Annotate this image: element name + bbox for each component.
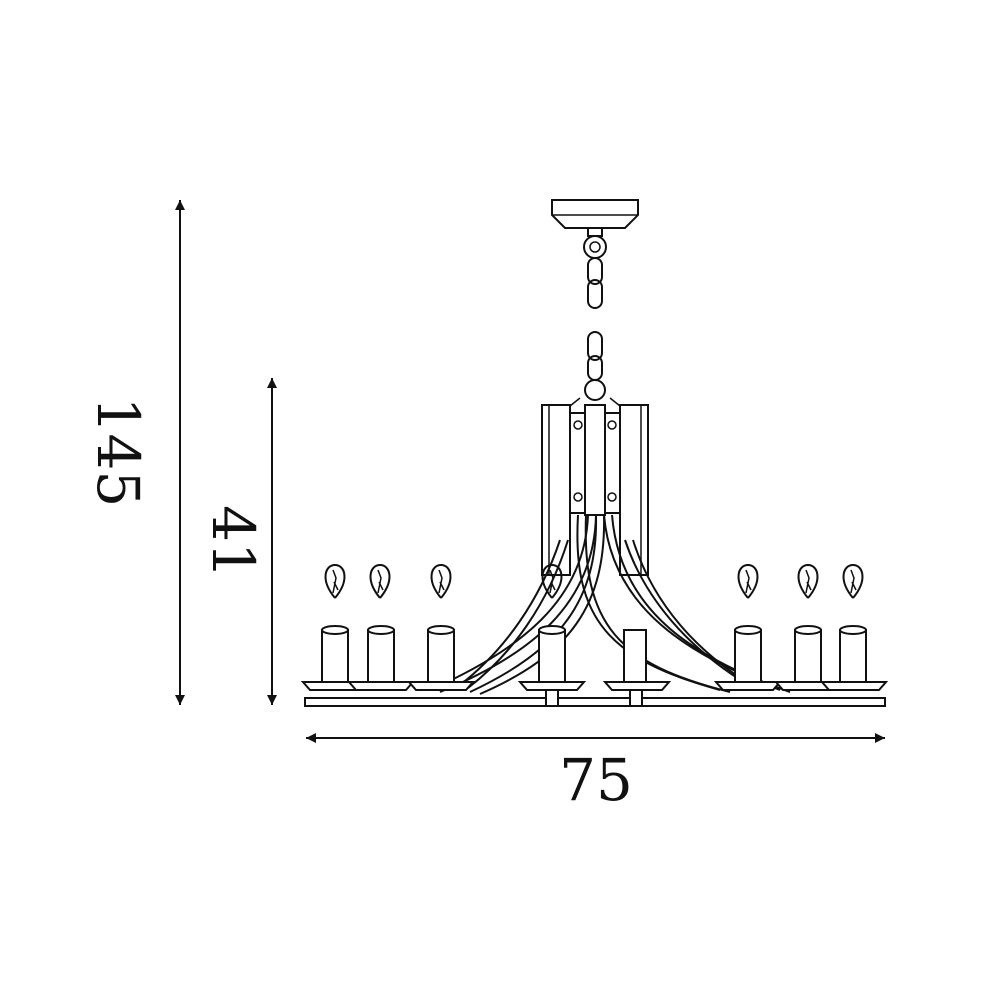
width-label: 75 [559, 746, 633, 814]
candle-2 [346, 563, 416, 691]
candle-1 [300, 563, 370, 691]
candle-5 [602, 629, 672, 707]
width-dimension: 75 [306, 733, 885, 814]
ceiling-canopy [551, 199, 639, 237]
central-frame [541, 404, 649, 576]
chain [569, 235, 621, 407]
body-height-dimension: 41 [199, 378, 277, 705]
chandelier-illustration [300, 199, 889, 707]
candle-8 [819, 563, 889, 691]
candle-6 [713, 563, 783, 691]
total-height-label: 145 [84, 397, 152, 508]
base-rail [304, 697, 886, 707]
candle-3 [406, 563, 476, 691]
candle-4 [517, 563, 587, 707]
total-height-dimension: 145 [84, 200, 185, 705]
body-height-label: 41 [199, 505, 267, 579]
candle-7 [773, 563, 843, 691]
